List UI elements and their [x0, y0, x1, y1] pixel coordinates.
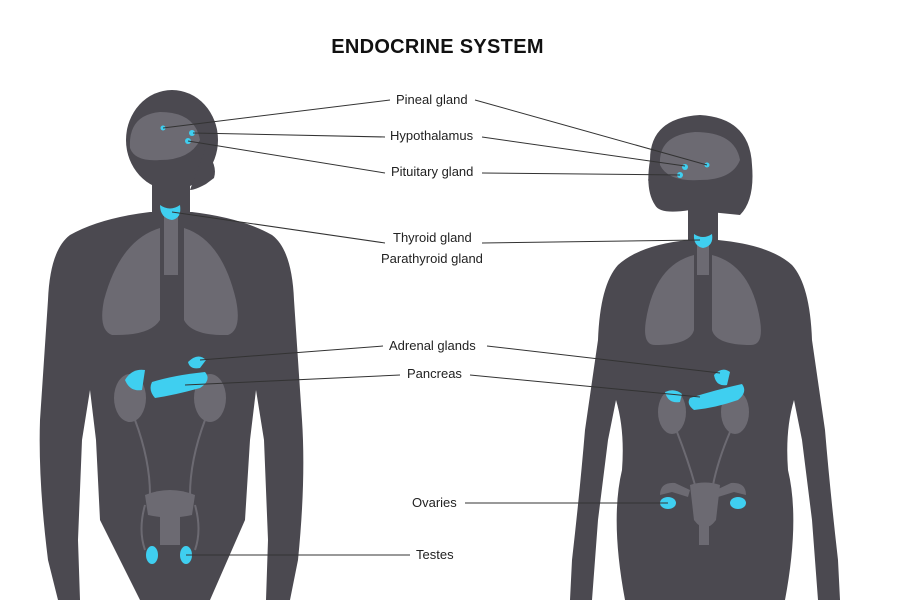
diagram-title: ENDOCRINE SYSTEM: [331, 36, 544, 58]
leader-lines: [162, 99, 721, 556]
male-ureters: [134, 419, 206, 551]
female-organs: [645, 132, 761, 545]
label-ovaries: Ovaries: [412, 495, 457, 510]
label-pancreas: Pancreas: [407, 366, 462, 381]
label-hypothalamus: Hypothalamus: [390, 128, 474, 143]
female-glands: [660, 162, 746, 509]
label-pituitary-gland: Pituitary gland: [391, 164, 474, 179]
label-adrenal-glands: Adrenal glands: [389, 338, 476, 353]
female-ureters: [676, 431, 731, 486]
label-testes: Testes: [416, 547, 454, 562]
label-parathyroid-gland: Parathyroid gland: [381, 251, 483, 266]
label-thyroid-gland: Thyroid gland: [393, 230, 472, 245]
label-pineal-gland: Pineal gland: [396, 92, 468, 107]
